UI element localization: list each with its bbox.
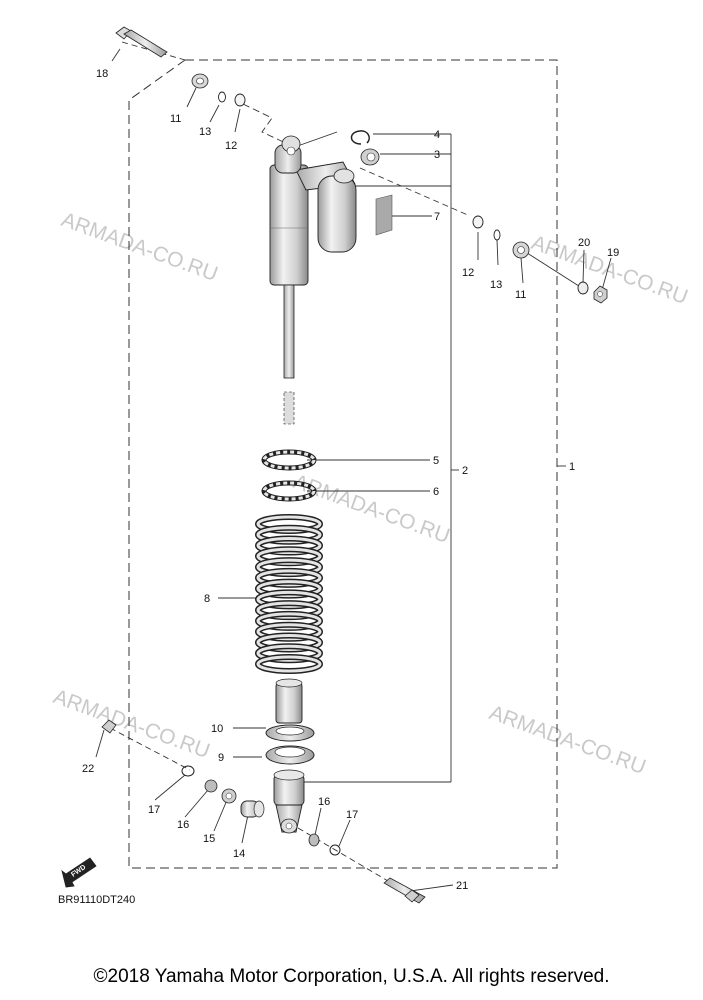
forward-arrow-icon: FWD	[61, 857, 97, 888]
seal-12-top	[234, 93, 246, 107]
shock-absorber-body	[269, 135, 357, 425]
lock-ring-6	[261, 480, 317, 502]
adjuster-ring-5	[261, 449, 317, 471]
bolt-18	[115, 26, 168, 58]
callout-6: 6	[433, 486, 439, 498]
washer-20	[577, 281, 589, 295]
callout-16-left: 16	[177, 819, 189, 831]
spring-coil-highlight	[256, 569, 322, 587]
callout-2: 2	[462, 465, 468, 477]
spring-8	[255, 514, 323, 674]
watermark: ARMADA-CO.RU	[528, 231, 690, 309]
spring-guide-10	[265, 724, 315, 742]
callout-7: 7	[434, 211, 440, 223]
callout-15: 15	[203, 833, 215, 845]
callout-16-right: 16	[318, 796, 330, 808]
spring-coil-highlight	[256, 515, 322, 533]
watermark: ARMADA-CO.RU	[58, 208, 220, 286]
callout-11-right: 11	[515, 289, 526, 301]
callout-21: 21	[456, 880, 468, 892]
oring-13-right	[493, 229, 501, 241]
lower-eyelet	[273, 769, 305, 834]
callout-5: 5	[433, 455, 439, 467]
leader-lines	[95, 41, 612, 892]
spring-coil-highlight	[256, 547, 322, 565]
callout-20: 20	[578, 237, 590, 249]
watermark: ARMADA-CO.RU	[486, 701, 648, 779]
spring-coil-highlight	[256, 526, 322, 544]
callout-9: 9	[218, 752, 224, 764]
spring-coil-highlight	[256, 558, 322, 576]
assembly-boundary	[128, 59, 558, 869]
callouts: 18 11 13 12 4 3 7 12 13 11 20 19 5 2 1 6…	[82, 68, 619, 892]
callout-11-top: 11	[170, 113, 181, 125]
callout-12-top: 12	[225, 140, 237, 152]
nut-19	[593, 285, 608, 304]
spring-coil-highlight	[256, 590, 322, 608]
callout-19: 19	[607, 247, 619, 259]
bolt-22	[101, 719, 117, 734]
spring-coil-highlight	[256, 537, 322, 555]
callout-1: 1	[569, 461, 575, 473]
callout-3: 3	[434, 149, 440, 161]
callout-17-right: 17	[346, 809, 358, 821]
callout-13-right: 13	[490, 279, 502, 291]
seal-12-right	[472, 215, 484, 229]
bolt-21	[383, 877, 426, 904]
copyright-notice: ©2018 Yamaha Motor Corporation, U.S.A. A…	[93, 966, 610, 987]
spring-coil-highlight	[256, 644, 322, 662]
washer-17-left	[181, 765, 195, 777]
callout-4: 4	[434, 129, 440, 141]
callout-8: 8	[204, 593, 210, 605]
spring-coil-highlight	[256, 655, 322, 673]
bearing-14	[240, 800, 265, 818]
oring-13-top	[218, 91, 226, 103]
bushing-3	[360, 148, 380, 166]
washer-17-right	[329, 844, 341, 856]
callout-22: 22	[82, 763, 94, 775]
spring-coil-highlight	[256, 612, 322, 630]
watermark: ARMADA-CO.RU	[50, 685, 212, 763]
spring-coil-highlight	[256, 580, 322, 598]
spring-seat-9	[265, 745, 315, 765]
callout-14: 14	[233, 848, 245, 860]
circlip-4	[350, 130, 370, 145]
collar-11-top	[191, 73, 209, 89]
bump-stopper	[275, 678, 303, 724]
label-7	[375, 194, 393, 236]
callout-10: 10	[211, 723, 223, 735]
callout-18: 18	[96, 68, 108, 80]
callout-12-right: 12	[462, 267, 474, 279]
callout-13-top: 13	[199, 126, 211, 138]
collar-15	[221, 788, 237, 804]
seal-16-left	[204, 779, 218, 793]
callout-17-left: 17	[148, 804, 160, 816]
diagram-code: BR91110DT240	[58, 894, 135, 906]
seal-16-right	[308, 833, 320, 847]
collar-11-right	[512, 241, 530, 259]
spring-coil-highlight	[256, 601, 322, 619]
spring-coil-highlight	[256, 623, 322, 641]
spring-coil-highlight	[256, 633, 322, 651]
